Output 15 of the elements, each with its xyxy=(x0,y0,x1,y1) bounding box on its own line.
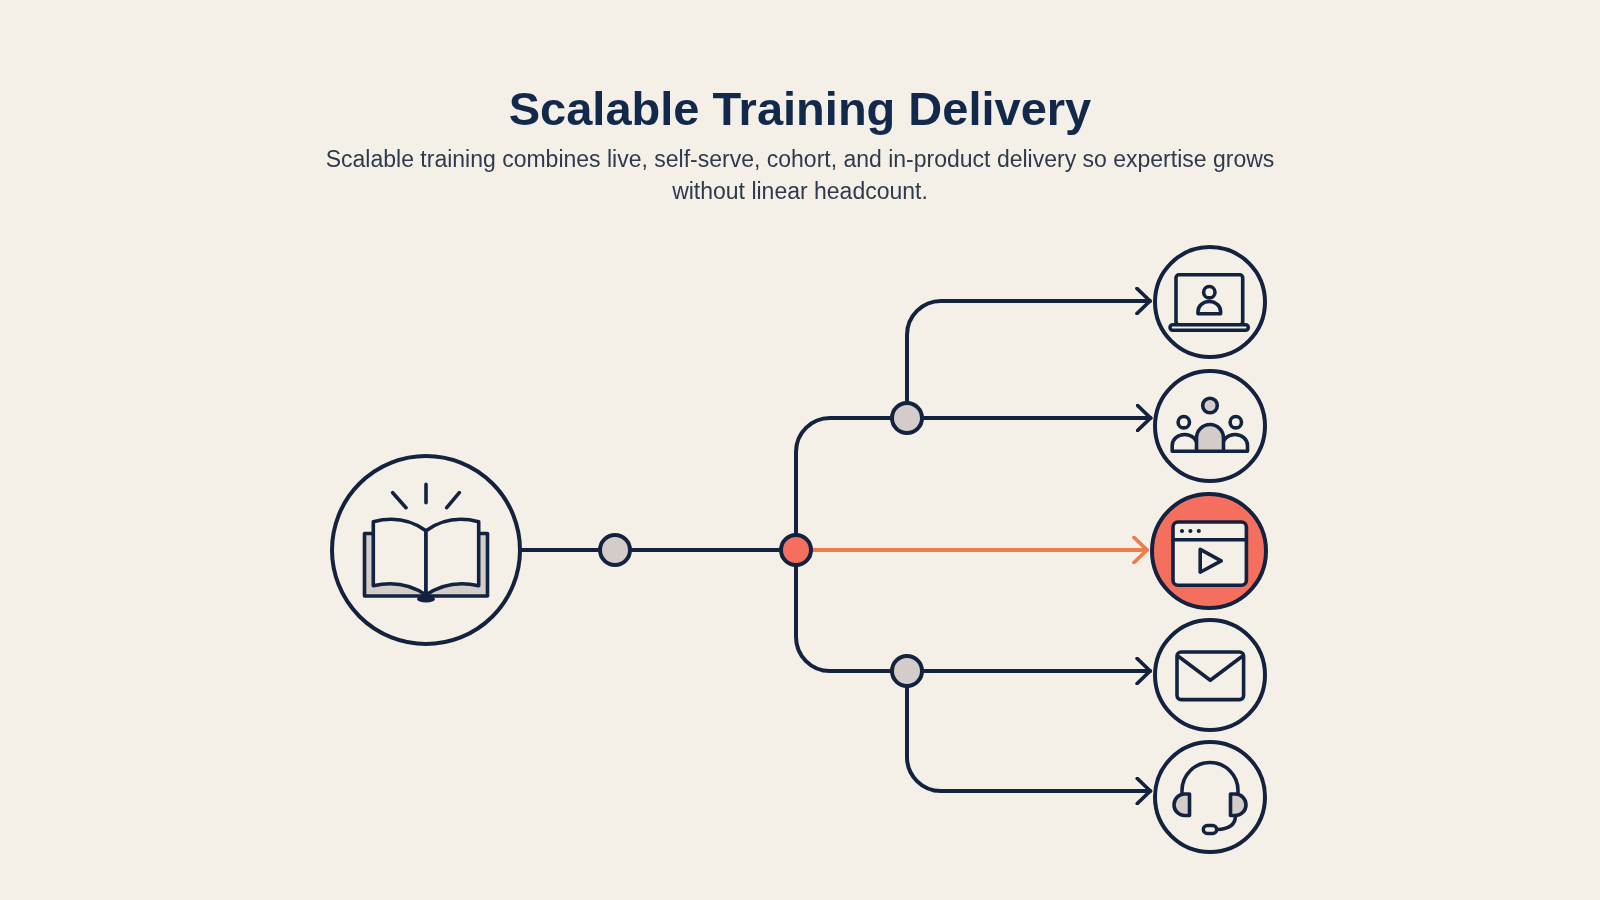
arrow xyxy=(811,535,1149,565)
connector-line xyxy=(630,548,781,552)
junction-dot xyxy=(779,533,813,567)
connector-line xyxy=(794,416,892,535)
junction-dot xyxy=(598,533,632,567)
arrow xyxy=(905,686,1153,806)
arrow xyxy=(905,286,1152,403)
connector-line xyxy=(794,565,892,673)
arrow xyxy=(922,403,1153,433)
arrow xyxy=(922,656,1153,686)
diagram-title: Scalable Training Delivery xyxy=(508,81,1092,137)
junction-dot xyxy=(890,654,924,688)
connector-line xyxy=(520,548,600,552)
junction-dot xyxy=(890,401,924,435)
diagram-subtitle: Scalable training combines live, self-serve, cohort, and in-product delivery so expertise grows without linear headcount. xyxy=(324,145,1276,206)
